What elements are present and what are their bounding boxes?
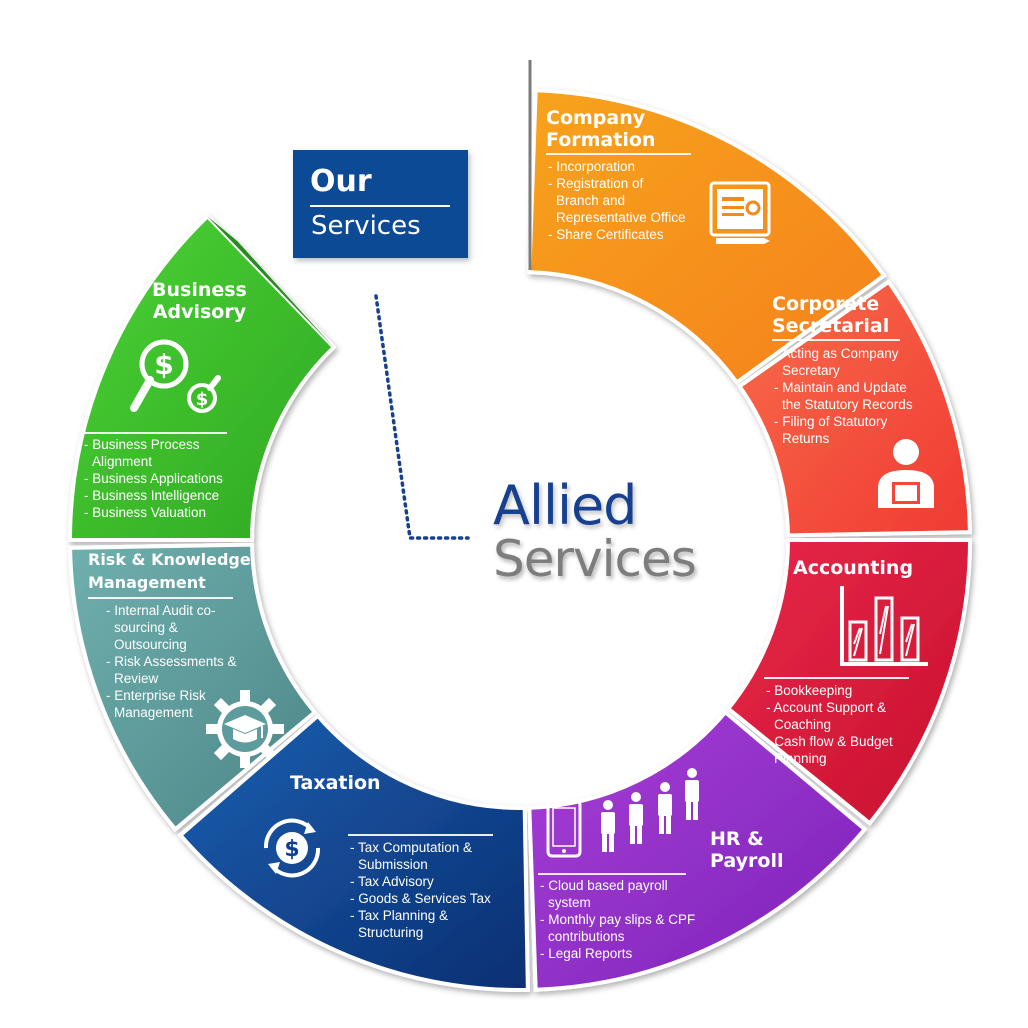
segment-hr-payroll — [527, 709, 868, 992]
svg-text:$: $ — [284, 837, 299, 862]
list-item: - Internal Audit co- — [106, 603, 216, 618]
risk-knowledge-title: Risk & Knowledge Management — [88, 550, 251, 592]
company-formation-rule — [546, 153, 691, 155]
accounting-rule — [764, 677, 909, 679]
list-item: - Tax Computation & — [350, 840, 473, 855]
list-item: - Acting as Company — [774, 346, 899, 361]
accounting-list: - Bookkeeping - Account Support & Coachi… — [766, 682, 893, 767]
list-item: - Business Process — [84, 437, 200, 452]
list-item: Coaching — [774, 717, 832, 732]
list-item: Secretary — [782, 363, 840, 378]
our-title: Our — [310, 164, 372, 199]
segment-company-formation — [527, 88, 887, 386]
business-advisory-rule — [82, 432, 227, 434]
list-item: - Business Intelligence — [84, 488, 220, 503]
company-formation-title: Company Formation — [546, 107, 656, 151]
taxation-rule — [348, 834, 493, 836]
list-item: Branch and — [556, 193, 626, 208]
hr-payroll-rule — [538, 873, 686, 875]
list-item: Management — [114, 705, 193, 720]
center-title: Allied — [493, 474, 637, 537]
risk-knowledge-rule — [88, 597, 233, 599]
business-advisory-title: Business Advisory — [152, 279, 247, 323]
center-subtitle: Services — [493, 530, 697, 588]
dollar-magnifier-icon: $ $ — [130, 339, 221, 413]
gear-graduation-icon — [206, 690, 284, 768]
list-item: contributions — [548, 929, 625, 944]
svg-text:$: $ — [196, 389, 209, 410]
segment-risk-knowledge — [68, 542, 318, 833]
list-item: Planning — [774, 751, 827, 766]
list-item: - Tax Planning & — [350, 908, 449, 923]
accounting-title: Accounting — [793, 557, 914, 579]
list-item: Returns — [782, 431, 830, 446]
hr-payroll-list: - Cloud based payroll system - Monthly p… — [540, 877, 695, 962]
our-services-box: Our Services — [293, 150, 468, 258]
list-item: sourcing & — [114, 620, 178, 635]
business-advisory-list: - Business Process Alignment - Business … — [84, 436, 223, 521]
list-item: - Monthly pay slips & CPF — [540, 912, 696, 927]
corporate-secretarial-list: - Acting as Company Secretary - Maintain… — [774, 345, 913, 447]
our-divider — [310, 205, 450, 207]
people-phone-icon — [546, 768, 699, 858]
bar-chart-icon — [840, 586, 928, 666]
dollar-cycle-icon: $ — [263, 818, 321, 878]
list-item: - Maintain and Update — [774, 380, 907, 395]
list-item: - Goods & Services Tax — [350, 891, 491, 906]
taxation-title: Taxation — [290, 772, 381, 794]
list-item: - Tax Advisory — [350, 874, 434, 889]
company-formation-list: - Incorporation - Registration of Branch… — [548, 158, 686, 243]
segment-taxation — [177, 713, 530, 992]
list-item: Submission — [358, 857, 428, 872]
taxation-list: - Tax Computation & Submission - Tax Adv… — [350, 839, 491, 941]
certificate-icon — [709, 181, 771, 244]
list-item: Representative Office — [556, 210, 686, 225]
list-item: - Cash flow & Budget — [766, 734, 893, 749]
segment-business-advisory — [67, 213, 337, 542]
person-laptop-icon — [878, 439, 934, 508]
segment-accounting — [725, 538, 973, 827]
list-item: - Enterprise Risk — [106, 688, 206, 703]
list-item: Outsourcing — [114, 637, 187, 652]
list-item: - Incorporation — [548, 159, 636, 174]
list-item: - Cloud based payroll — [540, 878, 668, 893]
svg-text:$: $ — [154, 348, 173, 381]
list-item: system — [548, 895, 591, 910]
list-item: - Business Applications — [84, 471, 223, 486]
list-item: the Statutory Records — [782, 397, 913, 412]
ring-segments — [67, 88, 973, 992]
list-item: - Business Valuation — [84, 505, 207, 520]
our-subtitle: Services — [311, 211, 421, 241]
list-item: - Registration of — [548, 176, 644, 191]
list-item: - Bookkeeping — [766, 683, 853, 698]
list-item: Review — [114, 671, 159, 686]
hr-payroll-title: HR & Payroll — [710, 828, 784, 872]
advisory-fold-tip — [207, 216, 334, 348]
list-item: Structuring — [358, 925, 424, 940]
list-item: - Account Support & — [766, 700, 887, 715]
corporate-secretarial-rule — [772, 339, 900, 341]
list-item: - Legal Reports — [540, 946, 633, 961]
risk-knowledge-list: - Internal Audit co- sourcing & Outsourc… — [106, 602, 237, 721]
list-item: - Filing of Statutory — [774, 414, 888, 429]
list-item: - Risk Assessments & — [106, 654, 237, 669]
dotted-connector — [374, 294, 470, 540]
list-item: - Share Certificates — [548, 227, 664, 242]
list-item: Alignment — [92, 454, 153, 469]
corporate-secretarial-title: Corporate Secretarial — [772, 293, 890, 337]
